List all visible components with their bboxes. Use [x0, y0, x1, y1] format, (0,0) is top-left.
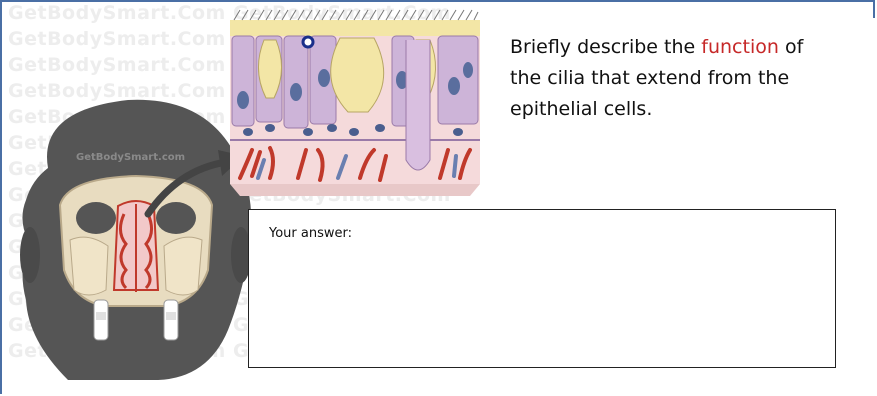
anatomy-illustration: GetBodySmart.com: [20, 9, 480, 380]
answer-label: Your answer:: [269, 226, 352, 241]
frame-edge: [873, 0, 875, 18]
watermark-line: GetBodySmart.Com GetBodySmart.Com: [8, 2, 451, 24]
epithelium-diagram: [230, 9, 480, 196]
question-text-start: Briefly describe the: [510, 36, 696, 58]
question-keyword: function: [701, 36, 779, 58]
nasal-cavity-diagram: [58, 174, 214, 341]
answer-textbox[interactable]: Your answer:: [248, 209, 836, 368]
question-text-end: of the cilia that extend from the epithe…: [510, 36, 804, 120]
inline-watermark: GetBodySmart.com: [76, 152, 185, 163]
question-prompt: Briefly describe the function of the cil…: [510, 32, 830, 125]
